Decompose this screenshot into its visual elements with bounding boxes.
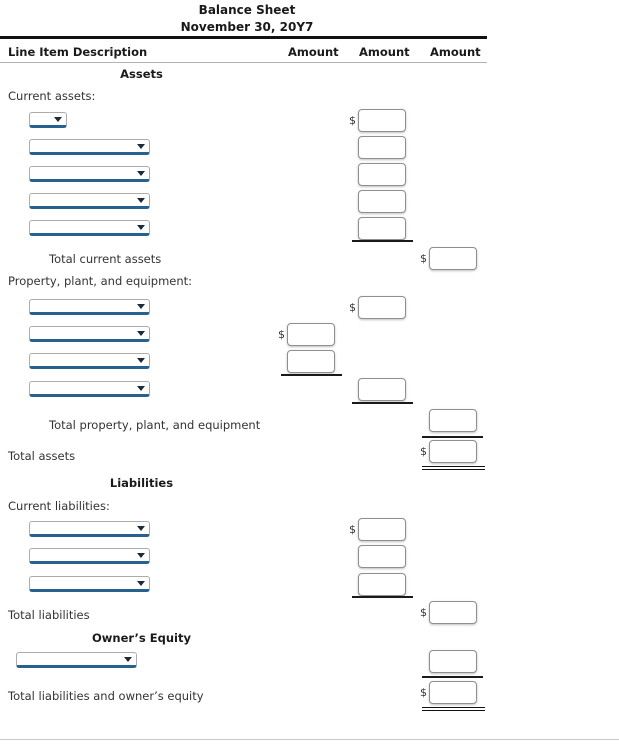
amount-input-current-asset-4[interactable] [358, 190, 406, 213]
select-current-asset-1[interactable] [29, 112, 67, 128]
dollar-sign: $ [349, 523, 356, 536]
total-rule-assets [422, 436, 483, 438]
select-current-asset-4[interactable] [29, 193, 150, 209]
amount-input-current-asset-3[interactable] [358, 163, 406, 186]
amount-input-total-ppe[interactable] [429, 409, 477, 432]
caret-down-icon [54, 117, 62, 122]
label-ppe: Property, plant, and equipment: [8, 274, 193, 288]
caret-down-icon [137, 526, 145, 531]
amount-input-current-liability-1[interactable] [358, 518, 406, 541]
amount-input-owners-equity-1[interactable] [429, 650, 477, 673]
caret-down-icon [137, 386, 145, 391]
label-total-liabilities: Total liabilities [8, 608, 90, 622]
caret-down-icon [137, 581, 145, 586]
amount-input-ppe-1[interactable] [358, 296, 406, 319]
page-bottom-rule [0, 739, 619, 740]
column-header-amount-2: Amount [359, 45, 410, 59]
select-current-asset-3[interactable] [29, 166, 150, 182]
select-ppe-1[interactable] [29, 299, 150, 315]
amount-input-ppe-2[interactable] [287, 323, 335, 346]
select-ppe-4[interactable] [29, 381, 150, 397]
dollar-sign: $ [349, 114, 356, 127]
label-total-liabilities-and-owners-equity: Total liabilities and owner’s equity [8, 689, 204, 703]
select-current-liability-1[interactable] [29, 521, 150, 537]
header-rule-bottom [0, 62, 487, 63]
label-current-liabilities: Current liabilities: [8, 499, 110, 513]
caret-down-icon [137, 171, 145, 176]
amount-input-current-liability-2[interactable] [358, 545, 406, 568]
dollar-sign: $ [278, 328, 285, 341]
select-current-asset-2[interactable] [29, 139, 150, 155]
select-current-liability-3[interactable] [29, 576, 150, 592]
caret-down-icon [137, 553, 145, 558]
label-total-current-assets: Total current assets [49, 252, 162, 266]
header-rule-top [0, 36, 487, 39]
caret-down-icon [124, 657, 132, 662]
page-subtitle-date: November 30, 20Y7 [180, 20, 314, 34]
total-rule-ppe [352, 402, 413, 404]
column-header-amount-3: Amount [430, 45, 481, 59]
select-owners-equity-1[interactable] [16, 652, 137, 668]
section-heading-liabilities: Liabilities [109, 476, 174, 490]
label-total-assets: Total assets [8, 449, 76, 463]
caret-down-icon [137, 358, 145, 363]
dollar-sign: $ [420, 445, 427, 458]
double-rule-total-liabilities-and-owners-equity [422, 707, 485, 711]
amount-input-ppe-4[interactable] [358, 378, 406, 401]
label-total-ppe: Total property, plant, and equipment [49, 418, 261, 432]
section-heading-assets: Assets [120, 67, 163, 81]
dollar-sign: $ [420, 606, 427, 619]
amount-input-total-current-assets[interactable] [429, 247, 477, 270]
amount-input-current-asset-1[interactable] [358, 109, 406, 132]
total-rule-current-assets [352, 240, 413, 242]
caret-down-icon [137, 225, 145, 230]
double-rule-total-assets [422, 466, 485, 470]
amount-input-current-asset-2[interactable] [358, 136, 406, 159]
select-ppe-2[interactable] [29, 326, 150, 342]
amount-input-total-liabilities-and-owners-equity[interactable] [429, 681, 477, 704]
dollar-sign: $ [420, 686, 427, 699]
amount-input-total-liabilities[interactable] [429, 601, 477, 624]
caret-down-icon [137, 198, 145, 203]
page-title: Balance Sheet [198, 3, 296, 17]
column-header-description: Line Item Description [8, 45, 148, 59]
select-ppe-3[interactable] [29, 353, 150, 369]
subtotal-rule-ppe [281, 374, 342, 376]
caret-down-icon [137, 144, 145, 149]
column-header-amount-1: Amount [288, 45, 339, 59]
amount-input-total-assets[interactable] [429, 440, 477, 463]
dollar-sign: $ [420, 252, 427, 265]
total-rule-owners-equity [422, 676, 483, 678]
caret-down-icon [137, 331, 145, 336]
amount-input-ppe-3[interactable] [287, 350, 335, 373]
dollar-sign: $ [349, 301, 356, 314]
total-rule-liabilities [352, 596, 413, 598]
amount-input-current-liability-3[interactable] [358, 573, 406, 596]
label-current-assets: Current assets: [8, 89, 96, 103]
section-heading-owners-equity: Owner’s Equity [92, 631, 191, 645]
caret-down-icon [137, 304, 145, 309]
select-current-liability-2[interactable] [29, 548, 150, 564]
select-current-asset-5[interactable] [29, 220, 150, 236]
amount-input-current-asset-5[interactable] [358, 217, 406, 240]
